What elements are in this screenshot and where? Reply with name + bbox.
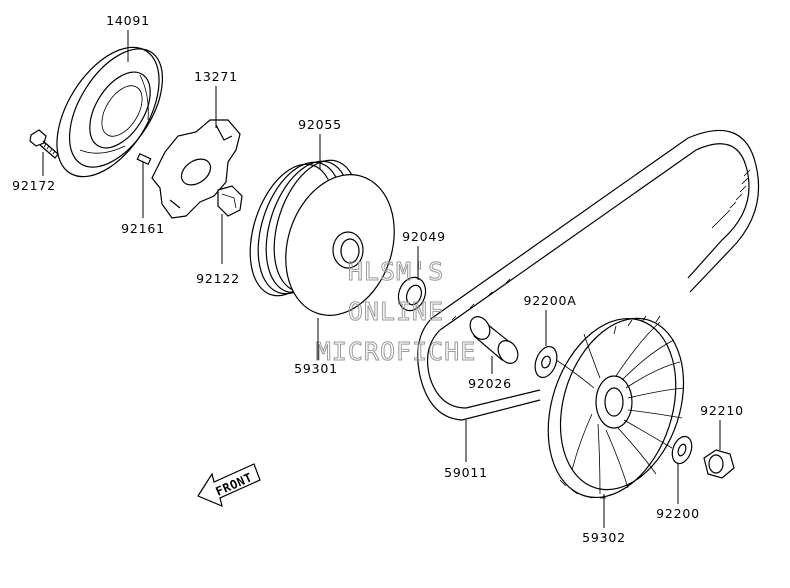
part-label-59302: 59302: [582, 530, 626, 545]
seal-drawing: [397, 276, 427, 312]
part-labels: 14091 13271 92055 92172 92161 92122 9204…: [12, 13, 744, 545]
ramp-plate-drawing: [151, 119, 243, 219]
bolt-drawing: [29, 129, 59, 159]
washer-drawing: [671, 435, 693, 465]
part-label-92049: 92049: [402, 229, 446, 244]
part-label-92161: 92161: [121, 221, 165, 236]
part-label-92200: 92200: [656, 506, 700, 521]
part-label-92200A: 92200A: [523, 293, 576, 308]
part-label-92026: 92026: [468, 376, 512, 391]
leader-lines: [42, 30, 721, 528]
watermark: HLSM'S ONLINE MICROFICHE: [315, 257, 477, 367]
nut-drawing: [703, 449, 735, 479]
drive-belt-drawing: [417, 129, 760, 421]
part-label-59301: 59301: [294, 361, 338, 376]
watermark-line-2: ONLINE: [348, 297, 444, 326]
washer-a-drawing: [534, 345, 558, 379]
part-label-59011: 59011: [444, 465, 488, 480]
part-label-92122: 92122: [196, 271, 240, 286]
driven-pulley-drawing: [547, 315, 685, 499]
part-label-14091: 14091: [106, 13, 150, 28]
drive-pulley-drawing: [249, 159, 395, 316]
part-label-92210: 92210: [700, 403, 744, 418]
part-label-13271: 13271: [194, 69, 238, 84]
front-direction-marker: FRONT: [197, 463, 261, 508]
watermark-line-3: MICROFICHE: [316, 337, 477, 366]
collar-drawing: [469, 316, 519, 364]
watermark-line-1: HLSM'S: [348, 257, 444, 286]
part-label-92055: 92055: [298, 117, 342, 132]
cover-plate-drawing: [56, 46, 164, 178]
part-label-92172: 92172: [12, 178, 56, 193]
